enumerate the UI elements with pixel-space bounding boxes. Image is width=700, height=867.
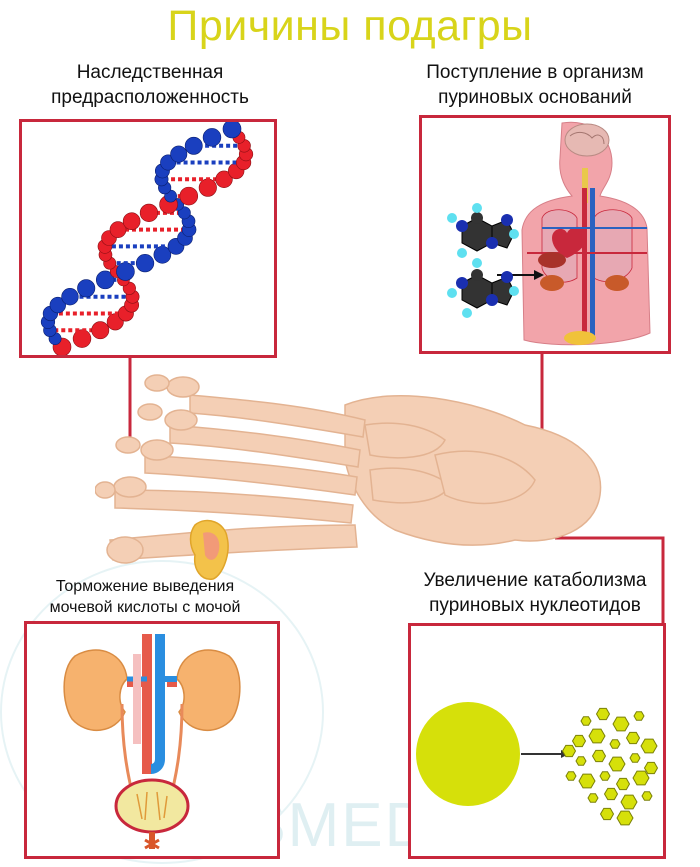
- bladder: [114, 778, 190, 834]
- kidneys-urinary-illustration: [63, 634, 241, 850]
- nucleotide-sphere: [416, 702, 520, 806]
- caption-excretion: Торможение выведения мочевой кислоты с м…: [20, 576, 270, 618]
- caption-excretion-line-2: мочевой кислоты с мочой: [49, 599, 241, 616]
- purine-intake-panel: [419, 115, 671, 354]
- purine-fragments-cluster: [561, 707, 659, 826]
- kidney-left: [63, 649, 128, 732]
- caption-heredity-line-1: Наследственная: [76, 62, 224, 83]
- page-title: Причины подагры: [167, 2, 533, 50]
- caption-catabolism-line-2: пуриновых нуклеотидов: [429, 595, 641, 616]
- caption-purine-intake-line-2: пуриновых оснований: [438, 87, 632, 108]
- caption-catabolism: Увеличение катаболизма пуриновых нуклеот…: [385, 568, 685, 618]
- catabolism-panel: [408, 623, 666, 859]
- caption-heredity-line-2: предрасположенность: [51, 87, 249, 108]
- caption-heredity: Наследственная предрасположенность: [20, 60, 280, 110]
- excretion-panel: [24, 621, 280, 859]
- foot-skeleton-illustration: [95, 374, 602, 580]
- caption-catabolism-line-1: Увеличение катаболизма: [423, 570, 647, 591]
- body-organs-illustration: [447, 121, 651, 346]
- catabolism-illustration: [416, 702, 659, 826]
- caption-purine-intake-line-1: Поступление в организм: [426, 62, 644, 83]
- kidney-right: [176, 649, 241, 732]
- purine-molecule-1: [447, 203, 519, 258]
- watermark-circle: [0, 560, 324, 864]
- caption-excretion-line-1: Торможение выведения: [55, 578, 235, 595]
- caption-purine-intake: Поступление в организм пуриновых основан…: [385, 60, 685, 110]
- dna-helix-illustration: [40, 122, 254, 355]
- purine-molecule-2: [447, 258, 519, 318]
- heredity-panel: [19, 119, 277, 358]
